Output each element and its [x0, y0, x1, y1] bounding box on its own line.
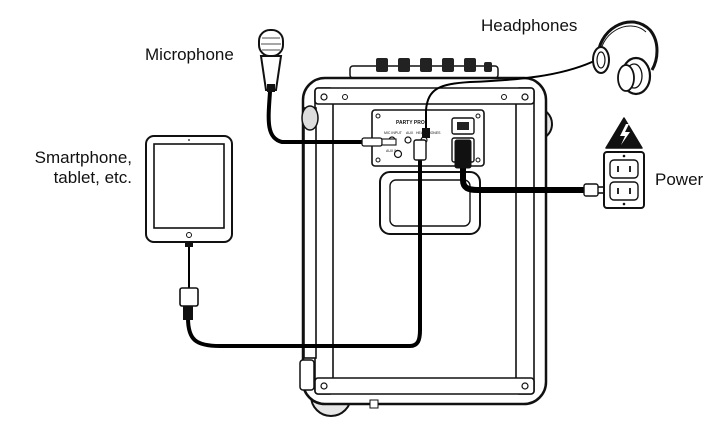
smartphone-label-line1: Smartphone, [34, 148, 132, 167]
carry-handle [379, 171, 481, 235]
power-outlet-icon [603, 151, 645, 209]
microphone-cable [266, 90, 397, 147]
smartphone-label: Smartphone, tablet, etc. [22, 148, 132, 188]
aux-in-jack [393, 149, 403, 159]
headphones-icon [592, 20, 659, 96]
speaker-cabinet: PARTY PRO MIC INPUT AUX HEADPHONES AUX I… [299, 58, 553, 417]
jack-label-aux: AUX [406, 131, 414, 135]
microphone-icon [258, 29, 284, 92]
tablet-icon [145, 135, 233, 320]
power-label: Power [655, 170, 704, 189]
microphone-label: Microphone [145, 45, 234, 64]
aux-jack-top [404, 136, 412, 144]
electric-warning-icon [605, 117, 643, 149]
headphones-label: Headphones [481, 16, 578, 35]
aux-cable [186, 139, 427, 348]
brand-logo: PARTY PRO [396, 120, 425, 126]
power-cable [454, 139, 606, 197]
smartphone-label-line2: tablet, etc. [53, 168, 132, 187]
aux-in-label: AUX IN [386, 149, 398, 153]
top-knob-strip [349, 58, 499, 79]
headphone-cable [422, 61, 593, 138]
jack-label-mic: MIC INPUT [384, 131, 403, 135]
